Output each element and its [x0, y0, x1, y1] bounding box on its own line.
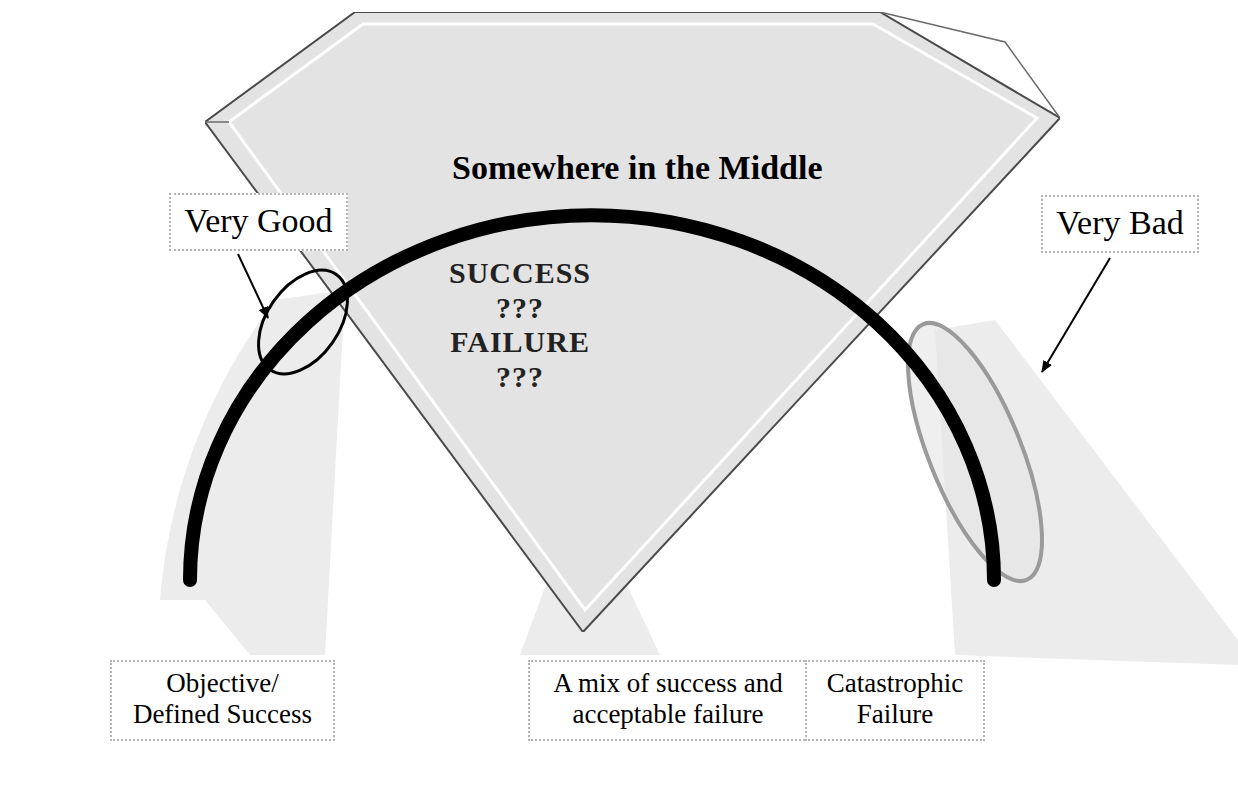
- gem-diamond: Somewhere in the MiddleSUCCESS ??? FAILU…: [205, 12, 1060, 632]
- label-box: Very Bad: [1041, 195, 1199, 253]
- spectrum-arc: [190, 215, 994, 580]
- left-callout-wedge: [160, 290, 345, 655]
- label-box: A mix of success and acceptable failure: [528, 660, 808, 741]
- label-text: A mix of success and acceptable failure: [543, 668, 793, 730]
- gem-outline: [205, 12, 1060, 632]
- label-text: Objective/ Defined Success: [125, 668, 320, 730]
- gem-facet: [880, 12, 1060, 118]
- label-text: Catastrophic Failure: [820, 668, 970, 730]
- label-box: Catastrophic Failure: [805, 660, 985, 741]
- question-text: SUCCESS ??? FAILURE ???: [449, 256, 591, 394]
- good-ellipse: [240, 254, 366, 390]
- label-text: Very Bad: [1055, 203, 1185, 242]
- gem-facet: [205, 121, 229, 123]
- label-text: Very Good: [183, 201, 334, 240]
- pointer-arrow: [238, 254, 268, 318]
- gem-title: Somewhere in the Middle: [452, 149, 823, 187]
- gem-body: [205, 12, 1060, 632]
- label-box: Very Good: [169, 193, 348, 251]
- middle-callout-wedge: [520, 560, 660, 655]
- label-box: Objective/ Defined Success: [110, 660, 335, 741]
- pointer-arrow: [1042, 258, 1110, 372]
- gem-bevel: [229, 24, 1037, 610]
